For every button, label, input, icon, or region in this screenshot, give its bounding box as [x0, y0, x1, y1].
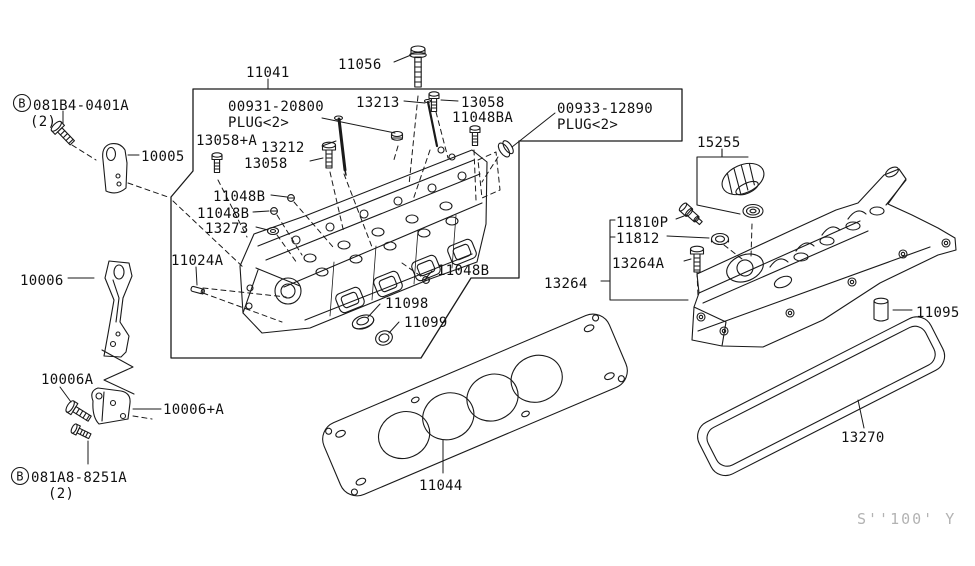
label-11099: 11099 [404, 315, 448, 331]
label-11812: 11812 [616, 231, 660, 247]
spacer-11095 [873, 297, 889, 322]
label-10005: 10005 [141, 149, 185, 165]
label-081B4-0401A: 081B4-0401A [33, 98, 129, 114]
dowel-11024A [190, 285, 205, 295]
guide-13213 [423, 98, 439, 148]
label-11048B-c: 11048B [437, 263, 489, 279]
ref-badge-top: B [18, 97, 26, 111]
label-11098: 11098 [385, 296, 429, 312]
plug-00931 [390, 130, 404, 141]
label-13270: 13270 [841, 430, 885, 446]
label-13264: 13264 [544, 276, 588, 292]
oil-filler-cap-drawing [721, 162, 765, 219]
label-13058-plus-A: 13058+A [196, 133, 257, 149]
bolt-13058-left [321, 141, 337, 169]
bolt-13058-plus-A [211, 152, 223, 174]
filler-cap-callout-bracket [696, 148, 749, 215]
bracket-10005 [102, 143, 128, 194]
label-10006A: 10006A [41, 372, 94, 388]
grommet-11812 [710, 232, 730, 246]
rocker-cover-drawing [691, 166, 957, 348]
ref-badge-bottom: B [16, 470, 24, 484]
label-11044: 11044 [419, 478, 463, 494]
label-13058-top: 13058 [461, 95, 505, 111]
rocker-cover-callout-bracket [600, 219, 689, 301]
bracket-10006 [103, 260, 133, 358]
head-gasket-drawing [322, 313, 628, 497]
label-081A8-qty: (2) [48, 486, 74, 502]
valve-13212 [333, 115, 347, 176]
label-13264A: 13264A [612, 256, 665, 272]
labels: B 081B4-0401A (2) 10005 11041 11056 0093… [16, 57, 959, 528]
cap-13273 [266, 226, 280, 236]
label-081B4-qty: (2) [30, 114, 56, 130]
bolt-11056 [409, 45, 427, 88]
label-00931-plug2: PLUG<2> [228, 115, 289, 131]
bolt-11048BA [469, 125, 481, 147]
nut-11048B-b [270, 207, 278, 215]
plug-11099 [375, 330, 393, 346]
cover-bolt-bosses [696, 238, 951, 336]
label-10006-plus-A: 10006+A [163, 402, 224, 418]
leader-lines [59, 54, 913, 474]
ref-badge-bottom-circle [10, 466, 30, 486]
rocker-cover-gasket-drawing [697, 316, 946, 477]
label-13213: 13213 [356, 95, 400, 111]
label-15255: 15255 [697, 135, 741, 151]
bracket-10006-plus-A [91, 387, 131, 425]
label-00933-12890: 00933-12890 [557, 101, 653, 117]
plug-00933 [497, 140, 514, 158]
bolt-081A8 [69, 422, 93, 442]
nut-11048B-a [287, 194, 295, 202]
label-00931-20800: 00931-20800 [228, 99, 324, 115]
label-13273: 13273 [205, 221, 249, 237]
cylinder-head-drawing [239, 146, 488, 334]
bolt-13264A [689, 245, 705, 273]
label-13058-left: 13058 [244, 156, 288, 172]
label-11048B-b: 11048B [197, 206, 249, 222]
label-10006: 10006 [20, 273, 64, 289]
label-11024A: 11024A [171, 253, 224, 269]
label-00933-plug2: PLUG<2> [557, 117, 618, 133]
label-13212: 13212 [261, 140, 305, 156]
dashed-lines [71, 95, 753, 420]
label-11810P: 11810P [616, 215, 668, 231]
label-11095: 11095 [916, 305, 960, 321]
label-11056: 11056 [338, 57, 382, 73]
bracket-break-marks [101, 349, 135, 395]
bolt-10006A [63, 398, 94, 425]
label-11048BA: 11048BA [452, 110, 513, 126]
diagram-watermark: S''100' Y [857, 510, 956, 528]
pcv-valve-11810P [678, 202, 703, 226]
filler-cap-seal [742, 203, 764, 219]
ref-badge-top-circle [12, 93, 32, 113]
plug-11098 [351, 314, 375, 330]
label-11041: 11041 [246, 65, 290, 81]
head-callout-box [170, 88, 683, 359]
label-081A8-8251A: 081A8-8251A [31, 470, 127, 486]
label-11048B-a: 11048B [213, 189, 265, 205]
